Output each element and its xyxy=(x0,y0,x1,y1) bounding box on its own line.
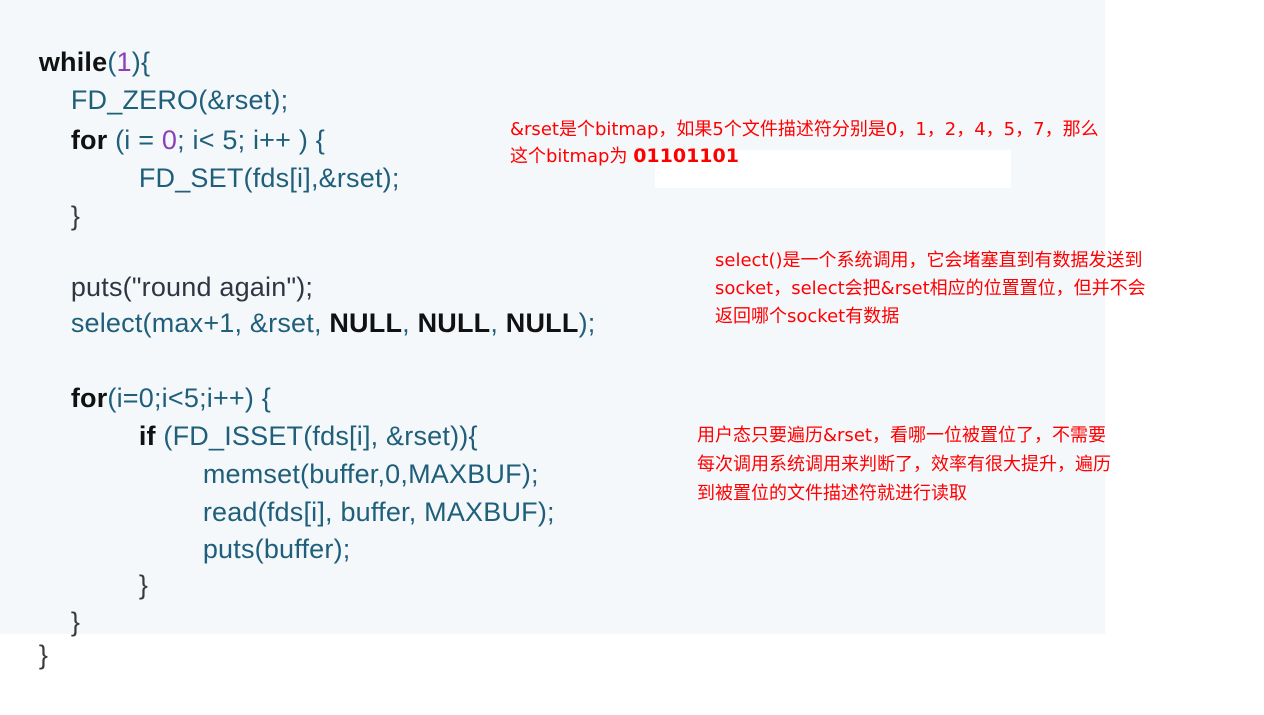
code-line-puts-buffer: puts(buffer); xyxy=(202,534,351,564)
bitmap-value: 01101101 xyxy=(633,145,739,167)
annotation-bitmap-line1: &rset是个bitmap，如果5个文件描述符分别是0，1，2，4，5，7，那么 xyxy=(510,119,1099,140)
annotation-user-line3: 到被置位的文件描述符就进行读取 xyxy=(697,483,967,504)
annotation-bitmap: &rset是个bitmap，如果5个文件描述符分别是0，1，2，4，5，7，那么… xyxy=(510,117,1099,170)
keyword-while: while xyxy=(38,47,108,77)
code-line-close-while: } xyxy=(38,640,49,670)
code-line-fd-set: FD_SET(fds[i],&rset); xyxy=(138,163,400,193)
annotation-bitmap-line2: 这个bitmap为 01101101 xyxy=(510,145,739,167)
keyword-null: NULL xyxy=(417,308,491,338)
annotation-select: select()是一个系统调用，它会堵塞直到有数据发送到 socket，sele… xyxy=(715,247,1146,331)
code-line-close-for2: } xyxy=(70,607,81,637)
keyword-null: NULL xyxy=(329,308,403,338)
code-line-if: if (FD_ISSET(fds[i], &rset)){ xyxy=(138,421,478,451)
annotation-user-mode: 用户态只要遍历&rset，看哪一位被置位了，不需要 每次调用系统调用来判断了，效… xyxy=(697,421,1111,508)
code-line-memset: memset(buffer,0,MAXBUF); xyxy=(202,459,539,489)
annotation-select-line2: socket，select会把&rset相应的位置置位，但并不会 xyxy=(715,278,1146,299)
code-line-for-set: for (i = 0; i< 5; i++ ) { xyxy=(70,125,325,155)
code-line-fd-zero: FD_ZERO(&rset); xyxy=(70,85,289,115)
keyword-null: NULL xyxy=(505,308,579,338)
code-panel: while(1){ FD_ZERO(&rset); for (i = 0; i<… xyxy=(0,0,1105,670)
keyword-if: if xyxy=(138,421,156,451)
annotation-select-line1: select()是一个系统调用，它会堵塞直到有数据发送到 xyxy=(715,250,1143,271)
keyword-for: for xyxy=(70,125,108,155)
annotation-user-line2: 每次调用系统调用来判断了，效率有很大提升，遍历 xyxy=(697,454,1111,475)
code-line-select: select(max+1, &rset, NULL, NULL, NULL); xyxy=(70,308,596,338)
code-line-close-if: } xyxy=(138,570,149,600)
code-line-puts-round: puts("round again"); xyxy=(70,272,314,302)
code-line-for-isset: for(i=0;i<5;i++) { xyxy=(70,383,272,413)
code-line-read: read(fds[i], buffer, MAXBUF); xyxy=(202,497,555,527)
code-line-while: while(1){ xyxy=(38,47,151,77)
code-line-close-for: } xyxy=(70,201,81,231)
highlight-bar xyxy=(655,150,1011,188)
annotation-select-line3: 返回哪个socket有数据 xyxy=(715,306,900,327)
annotation-user-line1: 用户态只要遍历&rset，看哪一位被置位了，不需要 xyxy=(697,425,1106,446)
keyword-for: for xyxy=(70,383,108,413)
